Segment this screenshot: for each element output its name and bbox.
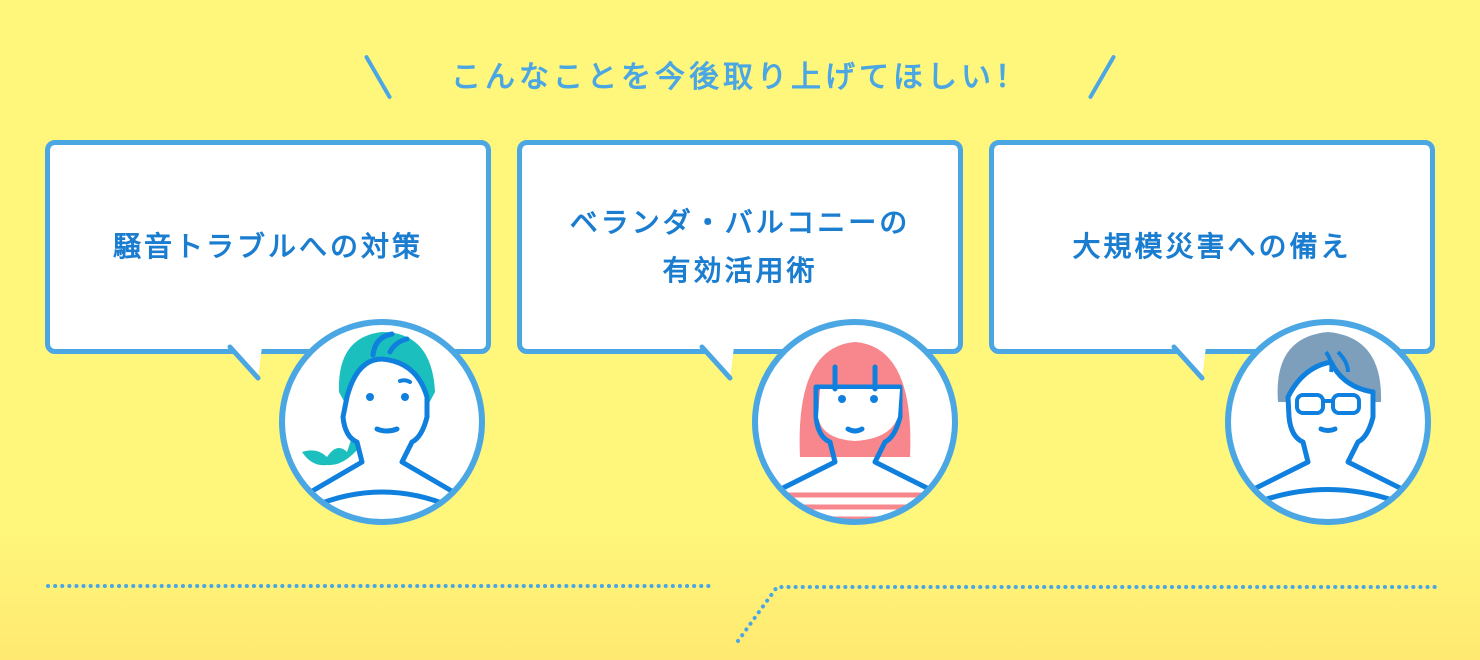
avatar-woman-pink [752,319,958,525]
bubble-text-line2: 有効活用術 [662,254,818,287]
avatar-woman-teal [279,319,485,525]
avatar-man-glasses [1225,319,1431,525]
speech-bubble-noise: 騒音トラブルへの対策 [45,140,491,354]
bubble-text-line1: ベランダ・バルコニーの [569,206,911,239]
bubble-text: 騒音トラブルへの対策 [112,230,423,263]
speech-bubble-disaster: 大規模災害への備え [989,140,1435,354]
page-heading: こんなことを今後取り上げてほしい！ [451,60,1029,95]
speech-bubble-balcony: ベランダ・バルコニーの有効活用術 [517,140,963,354]
bubble-text: 大規模災害への備え [1072,230,1352,263]
bubble-text: ベランダ・バルコニーの有効活用術 [522,199,958,295]
